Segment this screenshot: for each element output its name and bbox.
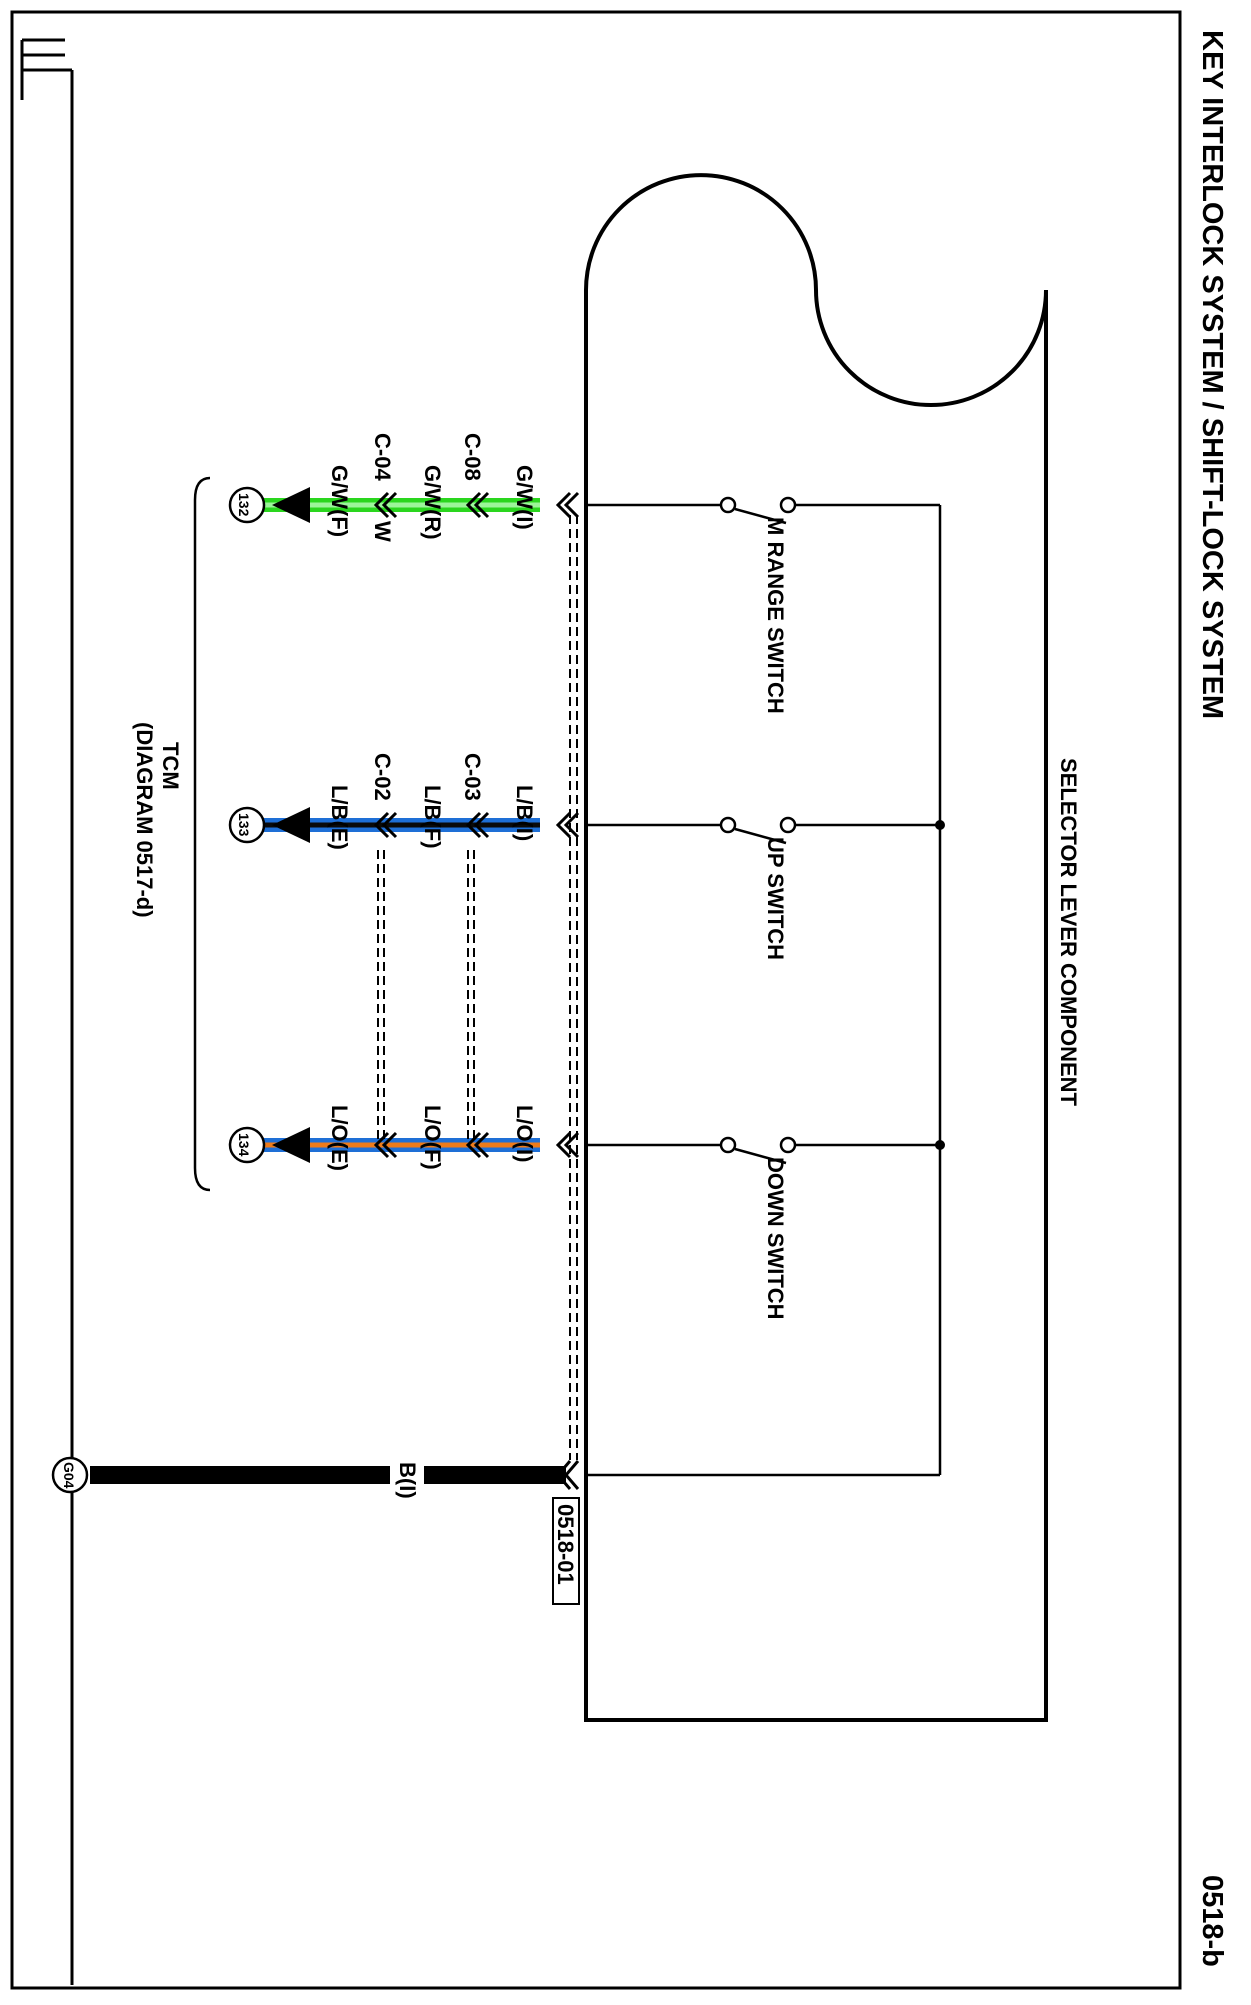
ground-point-label: G04 [61,1462,77,1489]
circuit-down: DOWN SWITCH 134 L/O(I) L/O(F) L/O(E) [228,1105,945,1320]
page-border [10,10,1182,1990]
connector-chevron-icon [473,491,490,519]
connector-label-box [552,1497,580,1605]
switch-contact-icon [719,496,737,514]
tcm-label: TCM [158,742,183,790]
pin-arrow-icon [272,807,310,843]
tcm-pin-label: 134 [236,1133,252,1157]
circuit-m-range: M RANGE SWITCH 132 G/W(I) C-08G/W(R) C-04W G/… [228,433,940,714]
connector-chevron-icon [563,491,580,519]
wire-label-f: L/B(E) [327,785,352,850]
connector-chevron-icon [473,1131,490,1159]
switch-contact-icon [779,816,797,834]
ground-connector-chevron-icon [564,1460,580,1490]
wire-label-f: L/O(E) [327,1105,352,1171]
switch-contact-icon [779,1136,797,1154]
selector-lever-component-outline [584,173,1048,1722]
ground-connector-chevron-icon [556,1460,572,1490]
wire-label-r: L/O(F) [420,1105,445,1170]
page-title: KEY INTERLOCK SYSTEM / SHIFT-LOCK SYSTEM [1196,30,1228,719]
connector-label: 0518-01 [553,1504,578,1585]
pin-arrow-icon [272,1127,310,1163]
connector-id-a: C-03 [460,753,485,801]
switch-contact-icon [719,1136,737,1154]
junction-dot [935,820,945,830]
ground-point-icon [51,1456,89,1494]
switch-contact-icon [779,496,797,514]
connector-id-b: C-02 [370,753,395,801]
tcm-bracket [193,476,211,1192]
tcm-reference: (DIAGRAM 0517-d) [132,722,157,918]
connector-chevron-icon [465,491,482,519]
pin-arrow-icon [272,487,310,523]
wire-label-r: L/B(F) [420,785,445,849]
wire-label-i: G/W(I) [512,465,537,530]
circuit-up: UP SWITCH 133 L/B(I) C-03L/B(F) C-02L/B(E) [228,753,945,960]
switch-blade-icon [734,827,787,845]
tcm-pin-icon [228,806,266,844]
ground-wire-label: B(I) [395,1462,420,1499]
connector-chevron-icon [473,811,490,839]
connector-chevron-icon [381,491,398,519]
component-label: SELECTOR LEVER COMPONENT [1056,758,1081,1107]
connector-chevron-icon [373,811,390,839]
junction-dot [935,1140,945,1150]
connector-chevron-icon [381,811,398,839]
connector-chevron-icon [381,1131,398,1159]
connector-chevron-icon [555,811,572,839]
connector-id-a: C-08 [460,433,485,481]
switch-label: UP SWITCH [763,837,788,960]
tcm-pin-label: 132 [236,493,252,517]
wire-label-f: G/W(F) [327,465,352,537]
wire-label-i: L/O(I) [512,1105,537,1162]
switch-blade-icon [734,507,787,525]
connector-chevron-icon [555,1131,572,1159]
connector-id-b: C-04 [370,433,395,481]
switch-contact-icon [719,816,737,834]
shield-lines [377,515,578,1460]
diagram-id: 0518-b [1196,1875,1228,1967]
wire-label-w: W [370,521,395,542]
wire-label-r: G/W(R) [420,465,445,540]
connector-chevron-icon [563,1131,580,1159]
switch-label: DOWN SWITCH [763,1157,788,1320]
connector-chevron-icon [555,491,572,519]
switch-blade-icon [734,1147,787,1165]
tcm-pin-icon [228,1126,266,1164]
tcm-pin-icon [228,486,266,524]
connector-chevron-icon [563,811,580,839]
tcm-pin-label: 133 [236,813,252,837]
switch-label: M RANGE SWITCH [763,517,788,714]
ground-label-bg [390,1448,424,1502]
connector-chevron-icon [373,491,390,519]
connector-chevron-icon [465,1131,482,1159]
connector-chevron-icon [465,811,482,839]
wire-label-i: L/B(I) [512,785,537,841]
